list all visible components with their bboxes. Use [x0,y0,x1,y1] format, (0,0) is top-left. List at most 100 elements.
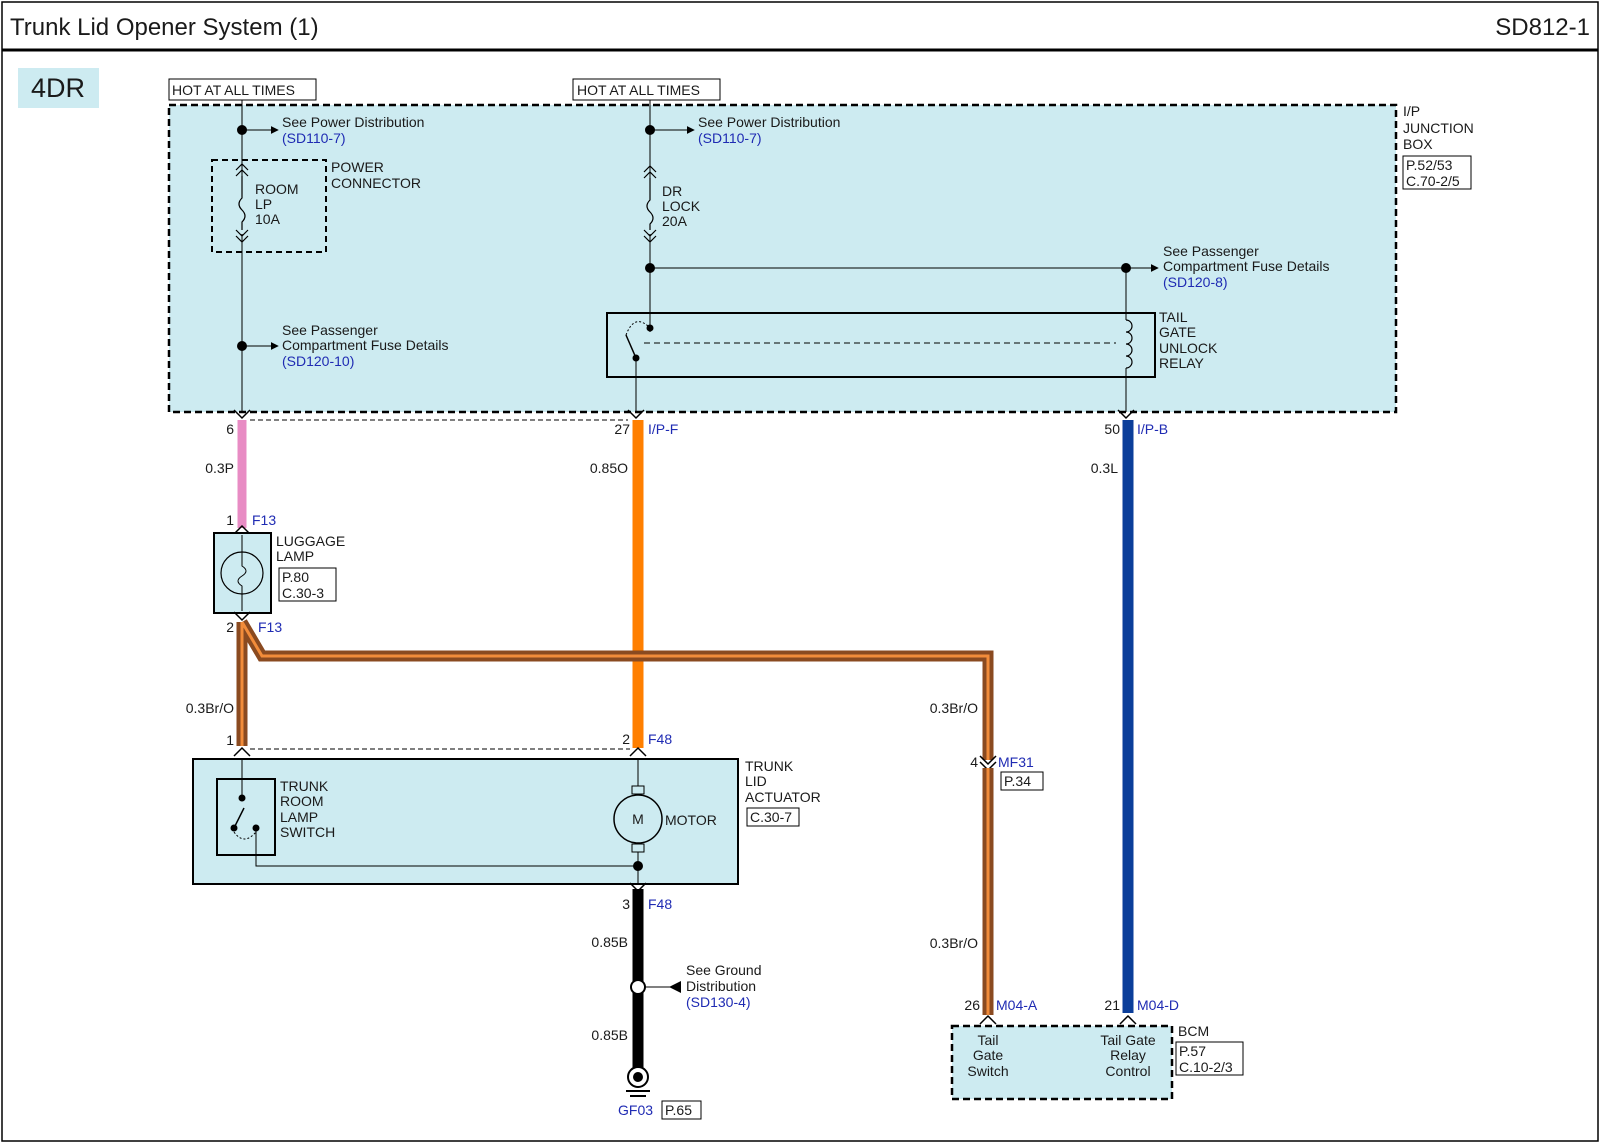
wire-03bro-label-b: 0.3Br/O [930,700,978,716]
pin27-label: 27 [614,421,630,437]
fuse-room-lp [236,180,248,234]
actuator-pin1-label: 1 [226,732,234,748]
bcm-conn21-label: M04-D [1137,997,1179,1013]
bcm-ref-frame [1175,1041,1244,1076]
power-dist-2-ref: (SD110-7) [698,130,762,146]
power-connector-label-1: POWER [331,159,384,175]
variant-badge-label: 4DR [31,73,85,103]
bcm-pin21-label: 21 [1104,997,1120,1013]
lamp-ref-2: C.30-3 [282,585,324,601]
relay-coil [1125,319,1133,369]
bcm-pin26-connector [979,1014,997,1025]
lamp-conn1-label: F13 [252,512,276,528]
actuator-label-2: LID [745,773,767,789]
actuator-ref: C.30-7 [750,809,792,825]
lamp-filament [237,535,247,611]
bcm-pin21-connector [1119,1014,1137,1025]
relay-label-3: UNLOCK [1159,340,1218,356]
actuator-label-1: TRUNK [745,758,794,774]
actuator-pin3-label: 3 [622,896,630,912]
power-dist-2-text: See Power Distribution [698,114,840,130]
fuse-dr-lock-symbol [643,165,657,243]
fuse-room-label-3: 10A [255,211,281,227]
ground-point-label: GF03 [618,1102,653,1118]
bcm-ref-2: C.10-2/3 [1179,1059,1233,1075]
relay-switch-arm [625,334,637,359]
power-dist-1-text: See Power Distribution [282,114,424,130]
lamp-pin1-label: 1 [226,512,234,528]
brown-wire-stripe [240,621,990,760]
fuse-dr-label-3: 20A [662,213,688,229]
junction-box-ref-1: P.52/53 [1406,157,1453,173]
variant-badge [18,68,99,108]
switch-label-1: TRUNK [280,778,329,794]
ipb-label: I/P-B [1137,421,1168,437]
bcm-left-1: Tail [977,1032,998,1048]
ground-splice [630,979,646,995]
ipf-label: I/P-F [648,421,678,437]
actuator-pin1-connector [233,746,251,757]
bcm-left-2: Gate [973,1047,1004,1063]
wire-03l-label: 0.3L [1091,460,1118,476]
junction-box-ref-2: C.70-2/5 [1406,173,1460,189]
page-title: Trunk Lid Opener System (1) [10,14,319,41]
pin50-connector [1117,409,1135,420]
pass-fuse-left-ref: (SD120-10) [282,353,354,369]
bcm-label: BCM [1178,1023,1209,1039]
relay-contact-upper [646,324,654,332]
ground-text-2: Distribution [686,978,756,994]
wire-03bro-label-a: 0.3Br/O [186,700,234,716]
fuse-dr-label-2: LOCK [662,198,701,214]
lamp-pin2-connector [233,611,251,622]
motor-label: MOTOR [665,812,717,828]
wire-085b-label-b: 0.85B [591,1027,628,1043]
bcm-ref-1: P.57 [1179,1043,1206,1059]
lamp-pin1-connector [233,524,251,535]
lamp-ref-frame [278,567,337,602]
lamp-conn2-label: F13 [258,619,282,635]
pin6-connector [233,409,251,420]
bcm-pin26-label: 26 [964,997,980,1013]
bcm [950,1024,1174,1101]
wire-03p-label: 0.3P [205,460,234,476]
wire-085b-label-a: 0.85B [591,934,628,950]
ground-symbol-inner [633,1072,643,1082]
hot-label-1: HOT AT ALL TIMES [172,82,295,98]
bcm-conn26-label: M04-A [996,997,1038,1013]
fuse-room-label-1: ROOM [255,181,299,197]
power-connector-box [211,159,327,253]
bcm-left-3: Switch [967,1063,1008,1079]
lamp-pin2-label: 2 [226,619,234,635]
fuse-room-lp-symbol [235,163,249,243]
wire-085o-label: 0.85O [590,460,628,476]
motor-brush-bottom [631,843,645,853]
ground-point-ref: P.65 [665,1102,692,1118]
fuse-room-label-2: LP [255,196,272,212]
hot-label-2: HOT AT ALL TIMES [577,82,700,98]
ground-ref-frame [661,1100,702,1120]
switch-label-2: ROOM [280,793,324,809]
trunk-room-lamp-switch [216,778,276,856]
mf31-conn-label: MF31 [998,754,1034,770]
switch-link [233,831,257,840]
lamp-ref-1: P.80 [282,569,309,585]
power-dist-1-ref: (SD110-7) [282,130,346,146]
mf31-ref-frame [1000,771,1044,791]
fuse-dr-lock [644,182,656,234]
motor [613,794,663,844]
pin50-label: 50 [1104,421,1120,437]
actuator-label-3: ACTUATOR [745,789,821,805]
motor-splice [633,861,643,871]
switch-label-4: SWITCH [280,824,335,840]
switch-wire-out [255,828,638,867]
lamp-label-1: LUGGAGE [276,533,345,549]
relay-label-4: RELAY [1159,355,1205,371]
mf31-pin-label: 4 [970,754,978,770]
page-code: SD812-1 [1495,14,1590,41]
junction-box-ref-frame [1402,155,1472,190]
switch-contact-upper [238,794,246,802]
relay-switch-link [625,321,649,336]
motor-brush-top [631,785,645,795]
actuator-pin2-connector [629,746,647,757]
